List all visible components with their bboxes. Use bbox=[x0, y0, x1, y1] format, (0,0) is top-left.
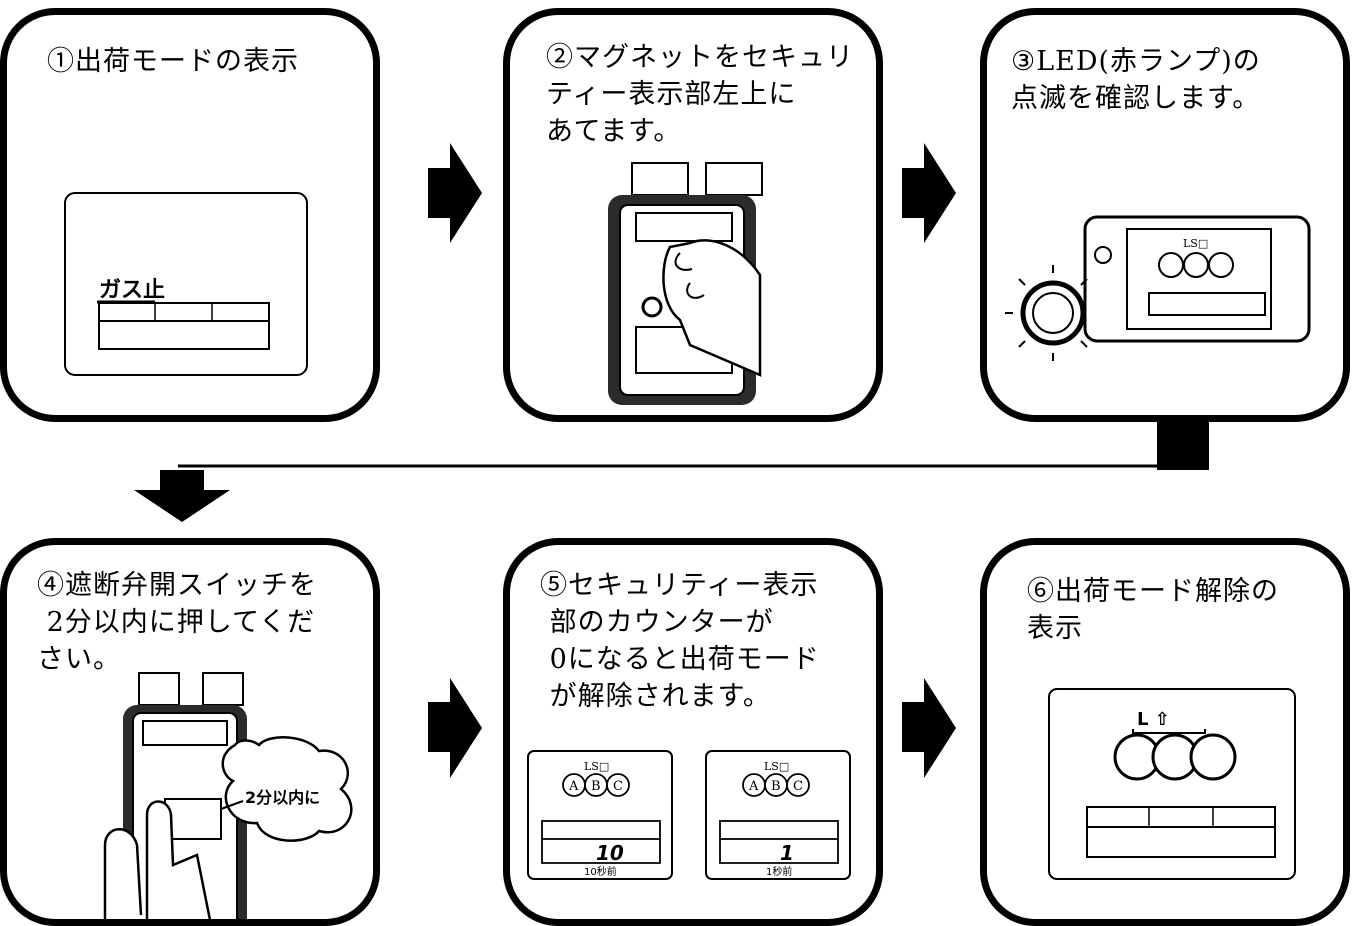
lcd-left-time: 10秒前 bbox=[584, 865, 617, 878]
lcd-left-b: B bbox=[591, 779, 601, 794]
lcd-ls-label: LS□ bbox=[1183, 237, 1208, 250]
bubble-text: 2分以内に bbox=[245, 788, 320, 807]
lcd-right-ls: LS□ bbox=[764, 760, 789, 773]
lcd-gas-stop-label: ガス止 bbox=[99, 278, 165, 303]
step-5-caption: ⑤セキュリティー表示 部のカウンターが 0になると出荷モード が解除されます。 bbox=[540, 570, 820, 712]
arrow-right-1 bbox=[428, 143, 482, 243]
lcd-right-count: 1 bbox=[780, 841, 794, 865]
meter-magnet-illustration bbox=[608, 162, 763, 405]
lcd-left-c: C bbox=[613, 779, 623, 794]
step-3-caption: ③LED(赤ランプ)の 点滅を確認します。 bbox=[1011, 46, 1261, 114]
lcd-left-count: 10 bbox=[596, 841, 624, 865]
lcd-right-c: C bbox=[793, 779, 803, 794]
lcd-display-illustration: ガス止 bbox=[64, 192, 308, 376]
step-5-panel: ⑤セキュリティー表示 部のカウンターが 0になると出荷モード が解除されます。 … bbox=[503, 538, 883, 926]
lcd-left-a: A bbox=[568, 779, 579, 794]
meter-switch-illustration: 2分以内に bbox=[103, 672, 353, 919]
step-1-panel: ①出荷モードの表示 ガス止 bbox=[0, 8, 380, 422]
led-blink-illustration: LS□ bbox=[1005, 215, 1311, 361]
step-1-caption: ①出荷モードの表示 bbox=[47, 46, 299, 77]
arrow-right-4 bbox=[902, 678, 956, 778]
arrow-right-3 bbox=[428, 678, 482, 778]
step-6-caption: ⑥出荷モード解除の 表示 bbox=[1027, 576, 1279, 644]
step-3-panel: ③LED(赤ランプ)の 点滅を確認します。 LS□ bbox=[980, 8, 1350, 422]
lcd-right-time: 1秒前 bbox=[766, 865, 792, 878]
indicator-label: L ⇧ bbox=[1137, 709, 1170, 730]
step-2-panel: ②マグネットをセキュリ ティー表示部左上に あてます。 bbox=[503, 8, 883, 422]
step-6-panel: ⑥出荷モード解除の 表示 L ⇧ bbox=[980, 538, 1350, 926]
countdown-displays: LS□ A B C 10 10秒前 LS□ A B C 1 1秒前 bbox=[527, 750, 851, 880]
lcd-left-ls: LS□ bbox=[584, 760, 609, 773]
step-4-caption: ④遮断弁開スイッチを 2分以内に押してくだ さい。 bbox=[37, 570, 317, 675]
connector-line bbox=[134, 420, 1209, 522]
step-2-caption: ②マグネットをセキュリ ティー表示部左上に あてます。 bbox=[546, 42, 854, 147]
lcd-right-a: A bbox=[748, 779, 759, 794]
lcd-right-b: B bbox=[771, 779, 781, 794]
step-4-panel: ④遮断弁開スイッチを 2分以内に押してくだ さい。 2分以内に bbox=[0, 538, 380, 926]
arrow-right-2 bbox=[902, 143, 956, 243]
release-display-illustration: L ⇧ bbox=[1048, 688, 1296, 880]
